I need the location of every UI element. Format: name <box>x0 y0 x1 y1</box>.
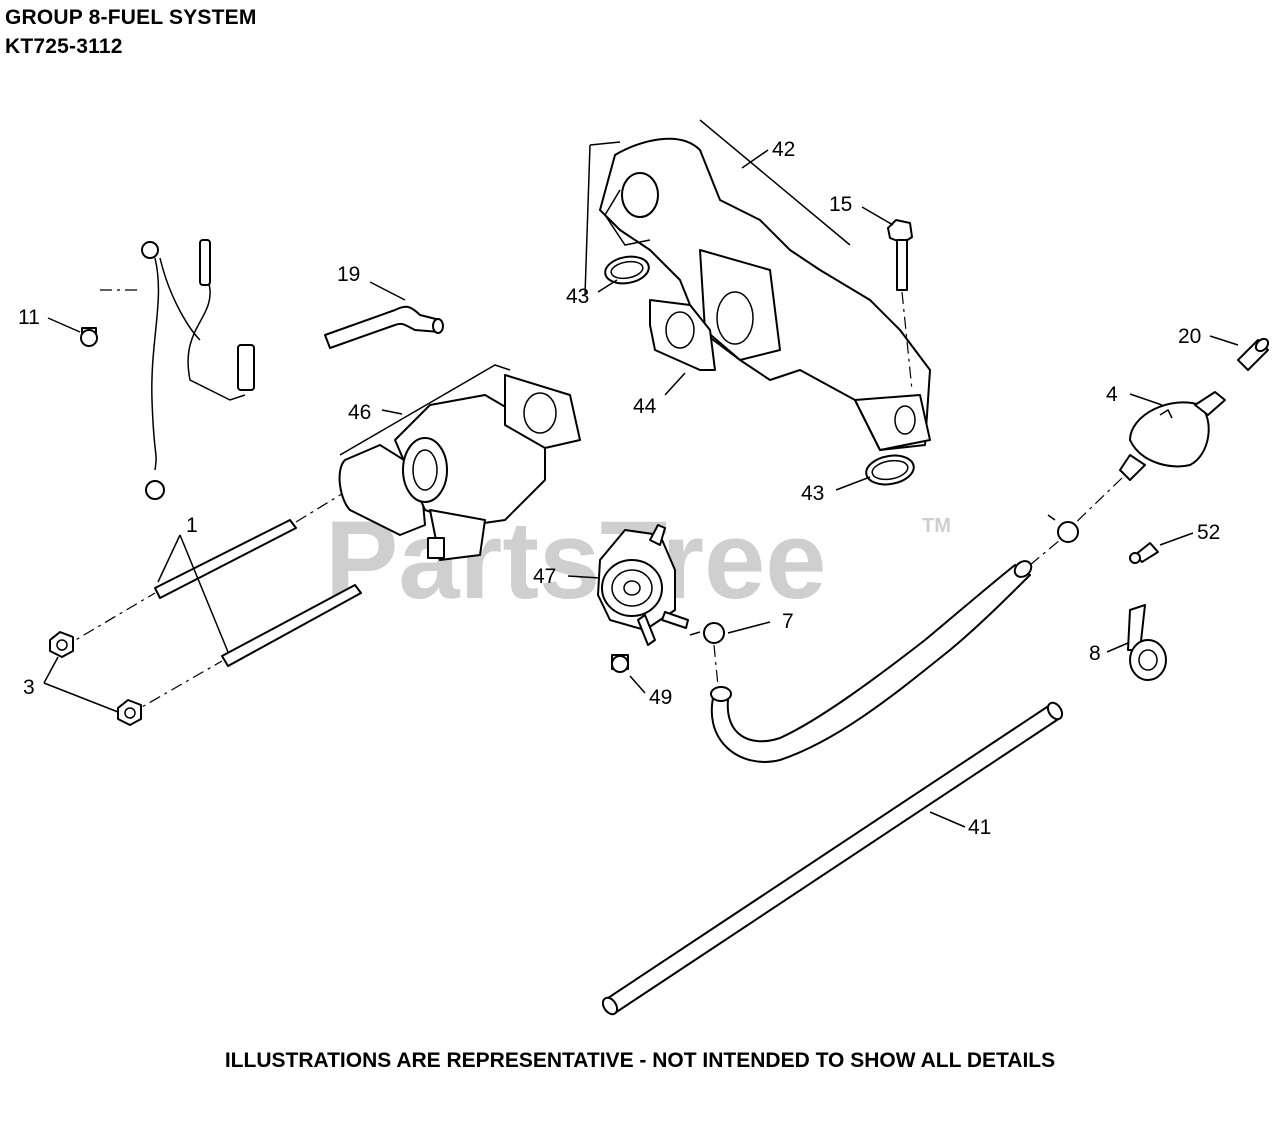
callout-8: 8 <box>1089 642 1101 665</box>
callout-43-bottom: 43 <box>801 482 824 505</box>
callout-41: 41 <box>968 816 991 839</box>
callout-44: 44 <box>633 395 657 418</box>
callout-15: 15 <box>829 193 852 216</box>
callout-labels: 11 19 1 3 46 42 43 44 43 15 20 4 52 8 47… <box>18 138 1220 839</box>
part-fitting-52[interactable] <box>1129 542 1159 564</box>
callout-4: 4 <box>1106 383 1118 406</box>
callout-1: 1 <box>186 514 198 537</box>
disclaimer-footer: ILLUSTRATIONS ARE REPRESENTATIVE - NOT I… <box>224 1049 1056 1072</box>
part-fuel-line-straight[interactable] <box>600 700 1065 1017</box>
part-tube-20[interactable] <box>1237 337 1270 371</box>
watermark-trademark: TM <box>922 515 951 537</box>
part-intake-manifold[interactable] <box>584 119 931 451</box>
part-carburetor[interactable] <box>338 364 581 561</box>
page-title: GROUP 8-FUEL SYSTEM <box>5 6 257 29</box>
callout-49: 49 <box>649 686 672 709</box>
callout-11: 11 <box>18 306 40 329</box>
part-bolt-15[interactable] <box>887 219 913 391</box>
part-hose-clamps-7[interactable] <box>689 514 1079 644</box>
leader-lines <box>43 149 1239 828</box>
callout-7: 7 <box>782 610 794 633</box>
part-fuel-line-bent[interactable] <box>710 539 1061 763</box>
part-gasket-plate[interactable] <box>649 299 716 371</box>
callout-46: 46 <box>348 401 371 424</box>
part-fuel-pump[interactable] <box>597 524 689 646</box>
part-fuel-filter[interactable] <box>1067 391 1226 531</box>
model-number: KT725-3112 <box>5 35 123 58</box>
part-clamp-8[interactable] <box>1127 604 1167 681</box>
part-screw-49[interactable] <box>611 654 629 673</box>
callout-3: 3 <box>23 676 35 699</box>
part-nuts[interactable] <box>49 631 142 726</box>
callout-43-top: 43 <box>566 285 589 308</box>
callout-20: 20 <box>1178 325 1201 348</box>
part-studs[interactable] <box>61 491 362 716</box>
part-gaskets[interactable] <box>603 253 916 488</box>
callout-47: 47 <box>533 565 556 588</box>
part-hose-19[interactable] <box>324 305 444 349</box>
callout-19: 19 <box>337 263 360 286</box>
part-wire-harness[interactable] <box>100 239 255 500</box>
callout-42: 42 <box>772 138 795 161</box>
callout-52: 52 <box>1197 521 1220 544</box>
part-screw-11[interactable] <box>80 327 98 347</box>
